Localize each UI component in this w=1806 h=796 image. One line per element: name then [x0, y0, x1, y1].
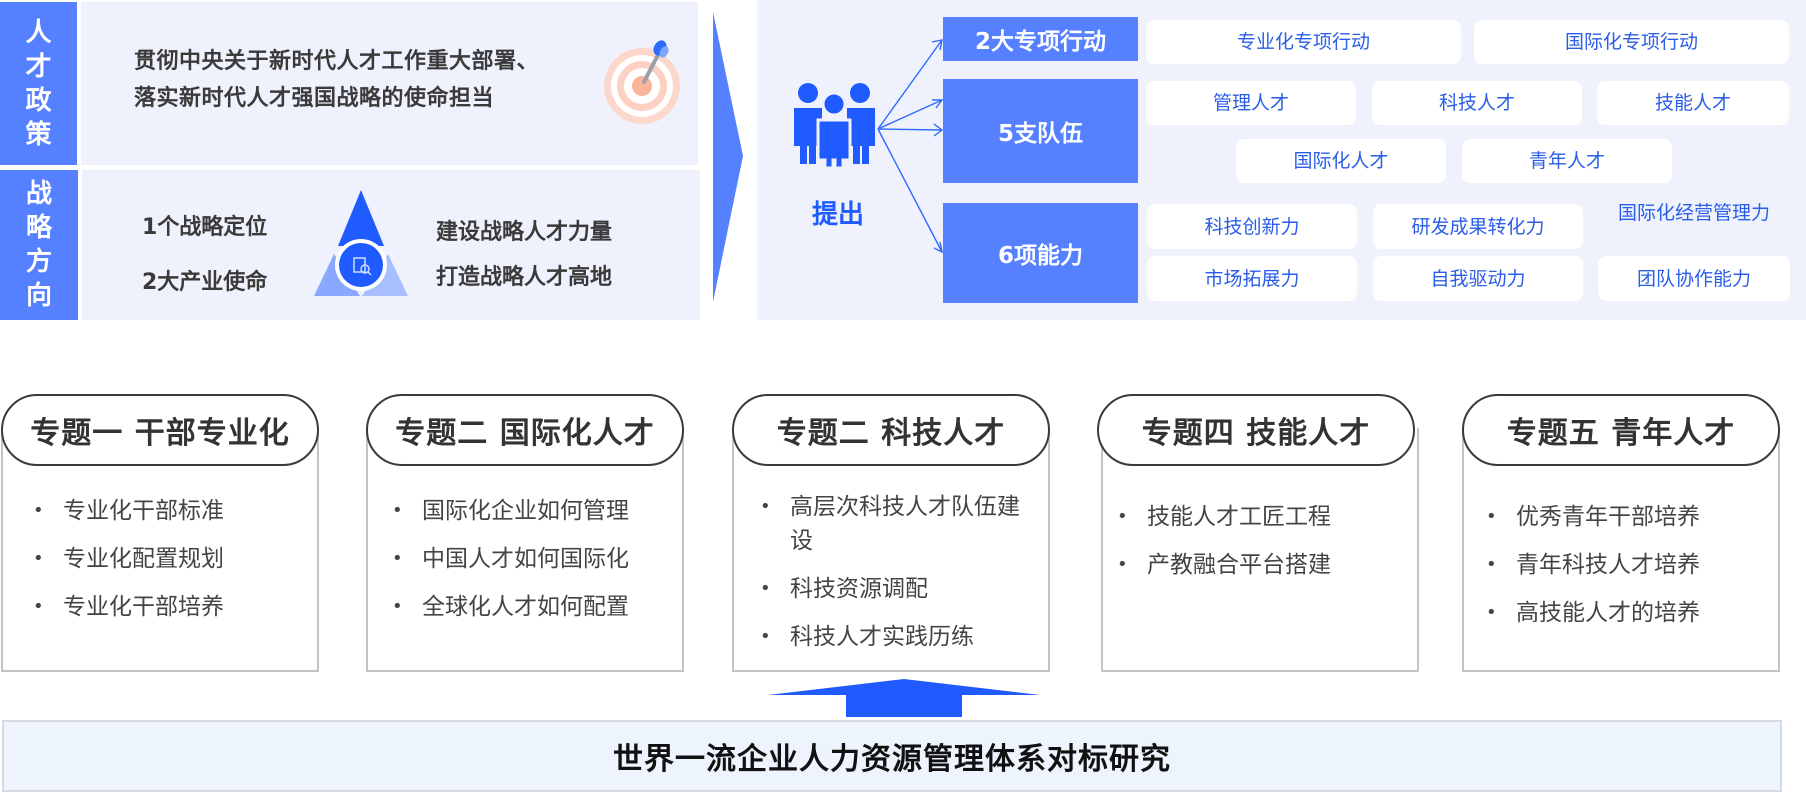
- topic-title: 专题五 青年人才: [1462, 394, 1780, 466]
- category-special-actions: 2大专项行动: [943, 17, 1138, 61]
- topic-item: 技能人才工匠工程: [1117, 500, 1401, 534]
- topic-item: 高技能人才的培养: [1486, 596, 1762, 630]
- arrow-up-icon: [768, 679, 1040, 717]
- policy-text-line1: 贯彻中央关于新时代人才工作重大部署、: [134, 49, 540, 74]
- policy-label-char: 政: [25, 85, 52, 116]
- topic-item: 中国人才如何国际化: [392, 542, 666, 576]
- chip-item: 青年人才: [1462, 139, 1672, 183]
- topic-item: 产教融合平台搭建: [1117, 548, 1401, 582]
- policy-text: 贯彻中央关于新时代人才工作重大部署、 落实新时代人才强国战略的使命担当: [134, 43, 539, 117]
- chip-item: 技能人才: [1597, 81, 1789, 125]
- policy-text-line2: 落实新时代人才强国战略的使命担当: [134, 86, 495, 111]
- policy-label-char: 才: [25, 51, 52, 82]
- policy-label-char: 策: [25, 119, 52, 150]
- foundation-bar: 世界一流企业人力资源管理体系对标研究: [2, 720, 1782, 792]
- policy-label-char: 人: [25, 17, 52, 48]
- topic-title: 专题二 科技人才: [732, 394, 1050, 466]
- category-capabilities: 6项能力: [943, 203, 1138, 303]
- topic-item: 全球化人才如何配置: [392, 590, 666, 624]
- topic-card: 技能人才工匠工程 产教融合平台搭建: [1101, 428, 1419, 672]
- chip-item: 自我驱动力: [1373, 256, 1583, 301]
- chip-item: 国际化人才: [1236, 139, 1446, 183]
- topic-item: 青年科技人才培养: [1486, 548, 1762, 582]
- strategy-label-char: 方: [25, 247, 52, 277]
- topic-card: 优秀青年干部培养 青年科技人才培养 高技能人才的培养: [1462, 428, 1780, 672]
- strategy-label-char: 向: [25, 281, 52, 311]
- topic-item: 科技人才实践历练: [760, 620, 1034, 654]
- chip-item: 国际化专项行动: [1474, 20, 1789, 64]
- chip-item: 市场拓展力: [1147, 256, 1357, 301]
- topic-title: 专题二 国际化人才: [366, 394, 684, 466]
- chip-item: 科技创新力: [1147, 204, 1357, 249]
- topic-card: 国际化企业如何管理 中国人才如何国际化 全球化人才如何配置: [366, 428, 684, 672]
- strategy-left-item: 1个战略定位: [142, 215, 268, 240]
- strategy-label-char: 战: [25, 179, 52, 209]
- chip-item: 国际化经营管理力: [1618, 202, 1771, 224]
- connector-arrows: [877, 39, 944, 254]
- people-group-icon: [794, 83, 875, 168]
- topic-item: 高层次科技人才队伍建设: [760, 490, 1034, 558]
- proposal-label: 提出: [812, 200, 865, 230]
- topic-title: 专题四 技能人才: [1097, 394, 1415, 466]
- topic-item: 优秀青年干部培养: [1486, 500, 1762, 534]
- topic-item: 国际化企业如何管理: [392, 494, 666, 528]
- topic-card: 高层次科技人才队伍建设 科技资源调配 科技人才实践历练: [732, 428, 1050, 672]
- topic-item: 科技资源调配: [760, 572, 1034, 606]
- policy-panel: [81, 2, 698, 165]
- topic-item: 专业化配置规划: [33, 542, 301, 576]
- category-teams: 5支队伍: [943, 79, 1138, 183]
- chip-item: 管理人才: [1146, 81, 1356, 125]
- topic-title: 专题一 干部专业化: [1, 394, 319, 466]
- policy-label: 人 才 政 策: [0, 2, 77, 165]
- chip-item: 专业化专项行动: [1146, 20, 1461, 64]
- strategy-right-item: 打造战略人才高地: [436, 265, 613, 290]
- chip-item: 团队协作能力: [1598, 256, 1790, 301]
- topic-item: 专业化干部培养: [33, 590, 301, 624]
- strategy-label-char: 略: [25, 213, 52, 243]
- strategy-right-item: 建设战略人才力量: [436, 220, 613, 245]
- strategy-label: 战 略 方 向: [0, 170, 78, 320]
- strategy-left-item: 2大产业使命: [142, 270, 268, 295]
- flow-arrow-right-icon: [713, 12, 743, 302]
- triangle-document-search-icon: [314, 190, 408, 296]
- target-dart-icon: [604, 40, 680, 124]
- topic-item: 专业化干部标准: [33, 494, 301, 528]
- chip-item: 科技人才: [1372, 81, 1582, 125]
- chip-item: 研发成果转化力: [1373, 204, 1583, 249]
- topic-card: 专业化干部标准 专业化配置规划 专业化干部培养: [1, 428, 319, 672]
